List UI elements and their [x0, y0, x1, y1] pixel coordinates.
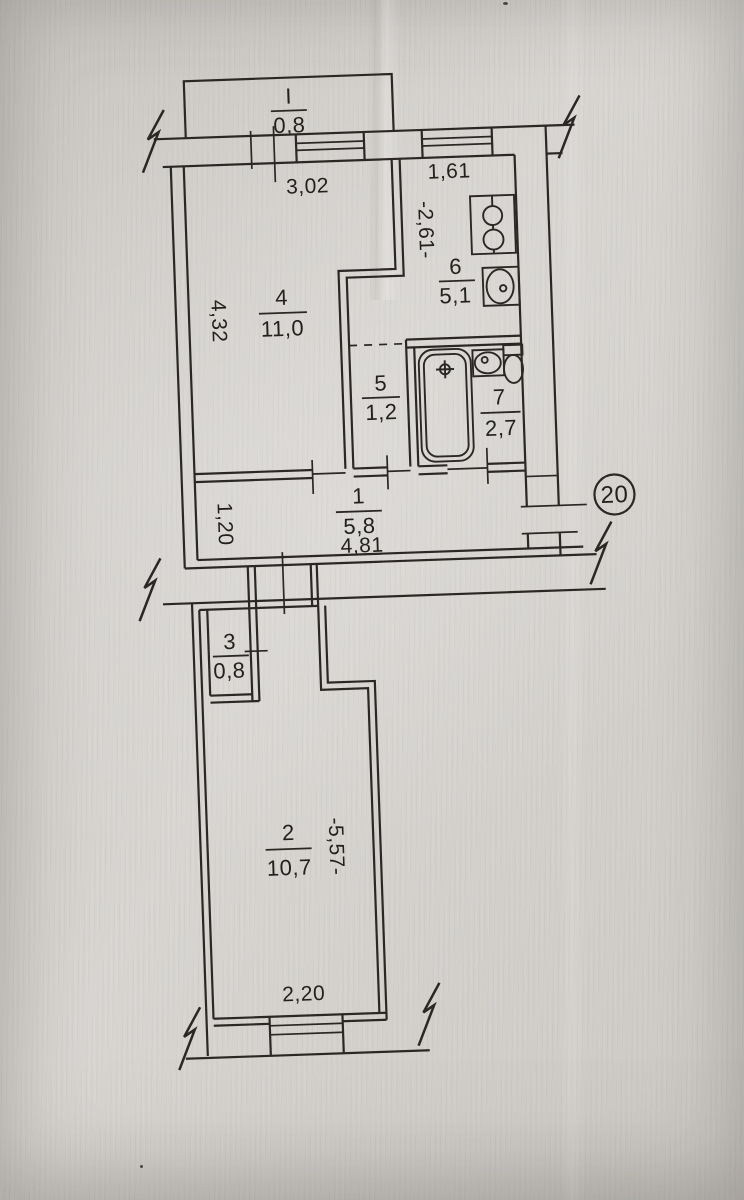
room-number: 2 [282, 820, 295, 845]
kitchen-bathroom-wall [349, 334, 522, 467]
dimension-kitchen-depth: -2,61- [413, 201, 438, 260]
room2-right-wall [317, 605, 388, 1020]
dimension-room2-depth: -5,57- [324, 817, 349, 876]
corridor-bottom-wall [184, 545, 597, 570]
room-number: 7 [492, 384, 505, 409]
apartment-number: 20 [600, 481, 629, 509]
room-number: 5 [374, 370, 387, 395]
room-area: 5,1 [439, 282, 472, 308]
dimension-kitchen-width: 1,61 [427, 159, 471, 183]
room-number: 4 [275, 285, 288, 310]
dimension-corridor-depth: 1,20 [213, 502, 237, 546]
window-icon [294, 131, 366, 163]
kitchen-label: 6 5,1 [438, 254, 475, 308]
room4-label: 4 11,0 [258, 285, 307, 342]
break-mark-icon [138, 94, 613, 1071]
room-area: 10,7 [266, 854, 312, 881]
bathroom-label: 7 2,7 [480, 384, 521, 441]
balcony-label: I 0,8 [270, 84, 307, 138]
balcony-outline [182, 72, 395, 183]
room-area: 0,8 [213, 657, 246, 683]
room-number: 6 [449, 254, 462, 279]
right-exterior-wall [513, 125, 562, 556]
entrance-door-opening [520, 503, 587, 535]
closet3-walls [206, 609, 268, 704]
balcony-area: 0,8 [273, 112, 306, 138]
room-area: 2,7 [485, 415, 518, 441]
room-number: 1 [352, 483, 365, 508]
dimension-corridor-width: 4,81 [340, 534, 384, 558]
kitchen-window-icon [420, 127, 494, 159]
room-area: 1,2 [365, 399, 398, 425]
apartment-number-badge: 20 [593, 473, 636, 516]
dimension-room2-width: 2,20 [282, 982, 326, 1006]
dimension-room4-depth: 4,32 [206, 299, 230, 343]
closet3-label: 3 0,8 [212, 629, 249, 684]
sink-icon [481, 265, 521, 307]
room2-label: 2 10,7 [265, 820, 312, 881]
room-area: 11,0 [260, 315, 304, 341]
bathtub-icon [417, 347, 475, 463]
corridor-label: 1 5,8 [335, 483, 382, 539]
balcony-index: I [285, 84, 292, 109]
corridor-top-wall [194, 447, 526, 495]
washbasin-icon [471, 348, 506, 378]
lower-left-wall [190, 603, 215, 1057]
stove-icon [468, 193, 517, 256]
room-number: 3 [223, 629, 236, 654]
room2-bottom-wall [185, 1011, 430, 1060]
room2-window-icon [268, 1014, 345, 1056]
room-area: 5,8 [343, 513, 376, 539]
toilet-icon [502, 343, 524, 384]
dimension-room4-width: 3,02 [286, 174, 330, 198]
closet5-label: 5 1,2 [361, 370, 400, 425]
section-break-band [162, 552, 606, 702]
left-exterior-wall [169, 166, 199, 569]
room4-partition-wall [337, 158, 405, 469]
